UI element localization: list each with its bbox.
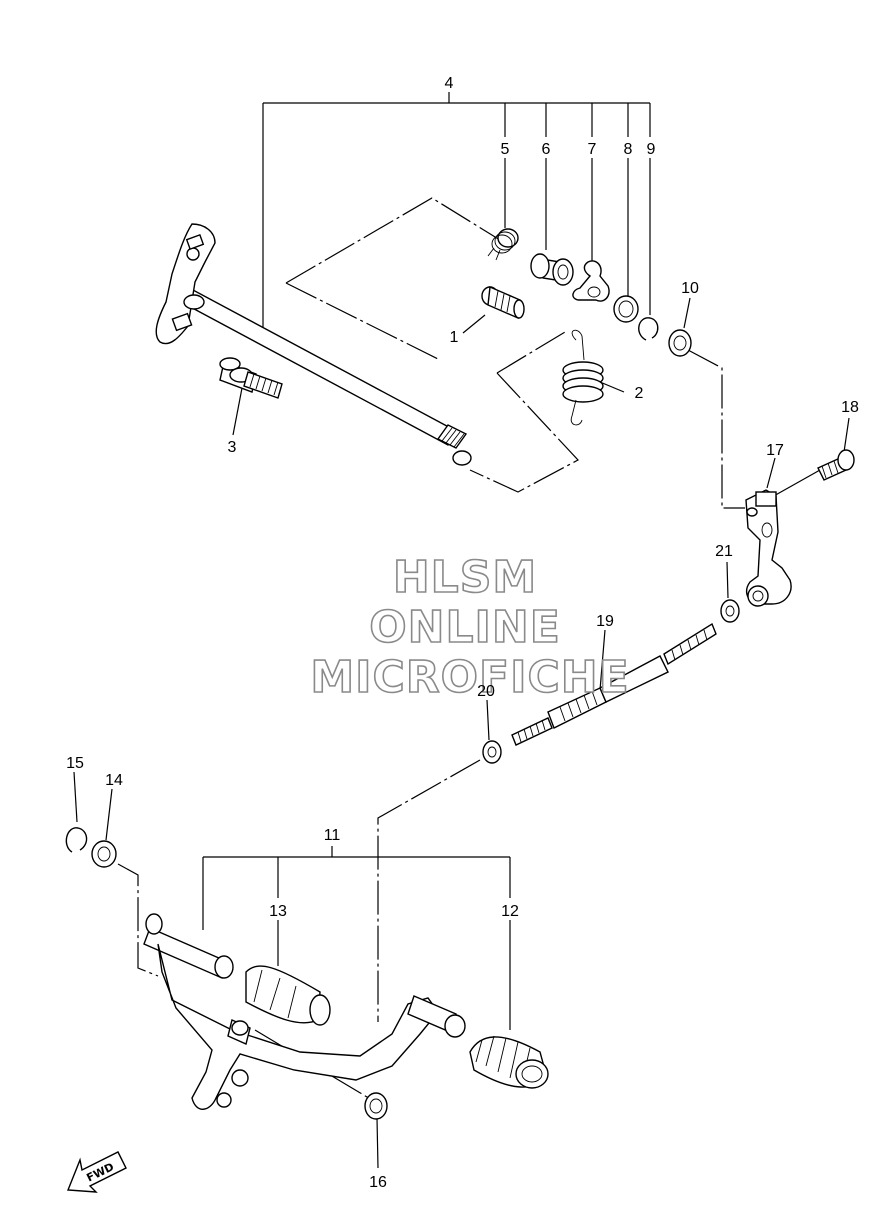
callout-21: 21 xyxy=(715,543,733,560)
callout-19: 19 xyxy=(596,613,614,630)
fwd-arrow-icon: FWD xyxy=(66,1151,127,1193)
watermark-line-3: MICROFICHE xyxy=(310,652,629,703)
bolt-3 xyxy=(219,357,283,399)
callout-13: 13 xyxy=(269,903,287,920)
callout-1: 1 xyxy=(450,329,459,346)
callout-18: 18 xyxy=(841,399,859,416)
leader-lines xyxy=(73,92,850,1169)
pedal-rubber-12 xyxy=(469,1035,549,1089)
callout-5: 5 xyxy=(501,141,510,158)
collar-6 xyxy=(530,253,574,286)
stopper-plate-7 xyxy=(572,260,610,302)
watermark: HLSM ONLINE MICROFICHE xyxy=(310,551,630,704)
shift-pedal-11 xyxy=(143,913,466,1110)
nut-20 xyxy=(482,740,502,764)
watermark-line-2: ONLINE xyxy=(369,602,561,653)
nut-21 xyxy=(720,599,740,623)
callout-8: 8 xyxy=(624,141,633,158)
circlip-9 xyxy=(638,317,659,341)
tension-spring-2 xyxy=(562,329,604,426)
circlip-15 xyxy=(65,827,88,853)
shift-shaft-assembly xyxy=(155,223,472,466)
callout-20: 20 xyxy=(477,683,495,700)
callout-10: 10 xyxy=(681,280,699,297)
shift-rod-19 xyxy=(511,622,717,746)
callout-labels: 4 5 6 7 8 9 10 1 2 3 18 17 21 19 20 15 1… xyxy=(66,75,859,1191)
washer-10 xyxy=(668,329,692,357)
bolt-1 xyxy=(481,285,525,320)
callout-11: 11 xyxy=(324,827,341,844)
callout-16: 16 xyxy=(369,1174,387,1191)
callout-17: 17 xyxy=(766,442,784,459)
watermark-line-1: HLSM xyxy=(393,552,537,603)
callout-12: 12 xyxy=(501,903,519,920)
callout-4: 4 xyxy=(445,75,454,92)
washer-16 xyxy=(364,1092,388,1120)
callout-3: 3 xyxy=(228,439,237,456)
callout-6: 6 xyxy=(542,141,551,158)
callout-14: 14 xyxy=(105,772,123,789)
callout-9: 9 xyxy=(647,141,656,158)
washer-14 xyxy=(91,840,117,868)
washer-8 xyxy=(613,295,639,323)
pedal-rubber-13 xyxy=(245,965,331,1026)
shift-arm-17 xyxy=(745,489,792,607)
callout-2: 2 xyxy=(635,385,644,402)
callout-15: 15 xyxy=(66,755,84,772)
torsion-spring-5 xyxy=(487,228,519,261)
callout-7: 7 xyxy=(588,141,597,158)
bolt-18 xyxy=(817,449,855,481)
